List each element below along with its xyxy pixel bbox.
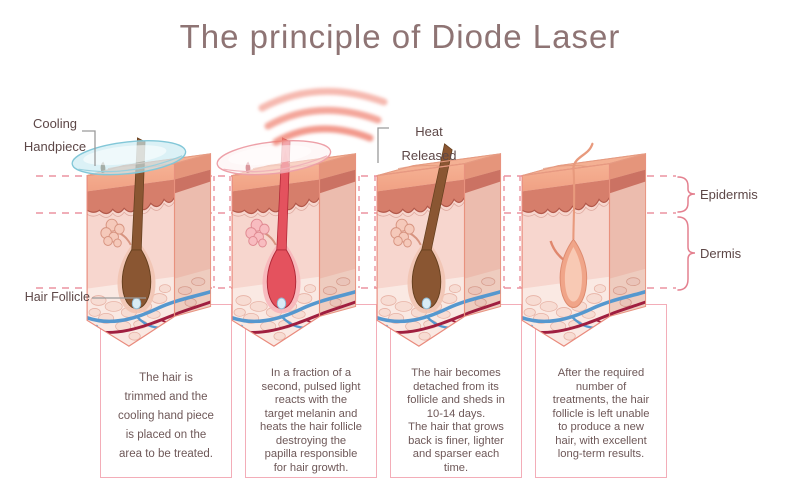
page-title: The principle of Diode Laser bbox=[179, 18, 621, 55]
blood-vessels bbox=[522, 288, 646, 334]
caption-text-step-1: The hair is trimmed and the cooling hand… bbox=[118, 372, 214, 460]
side-face bbox=[609, 153, 646, 317]
caption-box-step-4: After the required number of treatments,… bbox=[535, 304, 667, 478]
cooling-handpiece-icon bbox=[71, 140, 187, 176]
heat-released-label: Heat Released bbox=[401, 124, 457, 163]
epidermis-label: Epidermis bbox=[700, 187, 758, 202]
sebaceous-gland bbox=[245, 218, 277, 248]
hair-follicle-label: Hair Follicle bbox=[24, 290, 90, 304]
caption-text-step-3: The hair becomes detached from its folli… bbox=[407, 367, 505, 474]
side-face bbox=[319, 153, 356, 317]
dermis-brace-icon bbox=[677, 216, 696, 291]
side-face bbox=[174, 153, 211, 317]
hair-follicle-icon bbox=[100, 137, 156, 314]
laser-handpiece-icon bbox=[216, 140, 332, 176]
sebaceous-gland bbox=[100, 218, 132, 248]
sebaceous-gland bbox=[390, 218, 422, 248]
skin-panel-result-illustration bbox=[505, 122, 657, 360]
caption-text-step-2: In a fraction of a second, pulsed light … bbox=[260, 367, 362, 474]
skin-panel-shedding-illustration bbox=[360, 122, 512, 360]
hair-follicle-icon bbox=[390, 143, 453, 314]
caption-text-step-4: After the required number of treatments,… bbox=[552, 367, 650, 460]
cooling-handpiece-label: Cooling Handpiece bbox=[23, 116, 87, 154]
skin-panel-pulse-illustration bbox=[215, 122, 367, 360]
caption-box-step-3: The hair becomes detached from its folli… bbox=[390, 304, 522, 478]
hair-follicle-icon bbox=[245, 137, 301, 314]
heat-waves-icon bbox=[258, 87, 388, 146]
epidermis-brace-icon bbox=[677, 176, 696, 213]
skin-panel-cooling-illustration bbox=[70, 122, 222, 360]
dermis-label: Dermis bbox=[700, 246, 742, 261]
